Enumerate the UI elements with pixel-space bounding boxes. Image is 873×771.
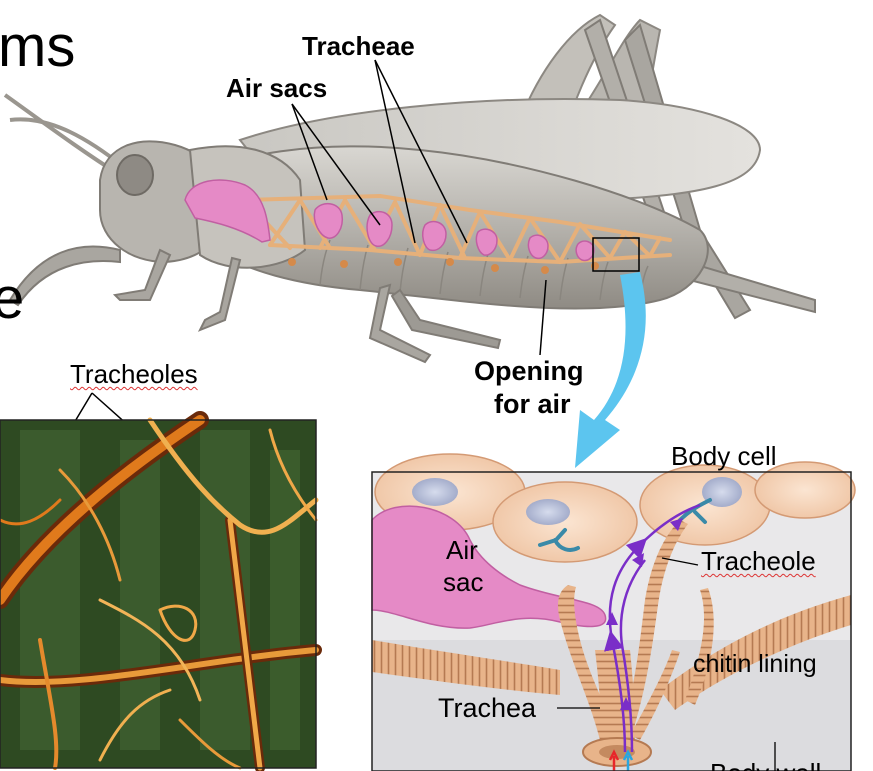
- label-trachea: Trachea: [438, 693, 537, 723]
- label-opening-line2: for air: [494, 389, 571, 419]
- label-tracheae: Tracheae: [302, 31, 415, 61]
- label-air-sac-line1: Air: [446, 535, 478, 565]
- left-text-fragment: e: [0, 266, 25, 331]
- tracheoles-micrograph: [0, 411, 322, 771]
- label-air-sacs: Air sacs: [226, 73, 328, 103]
- label-body-wall: Body wall: [710, 760, 821, 771]
- label-chitin-lining: chitin lining: [693, 650, 817, 678]
- zoom-arrow: [575, 272, 646, 468]
- title-fragment: ms: [0, 14, 76, 79]
- inset-box: [592, 237, 640, 272]
- label-tracheole: Tracheole: [701, 546, 816, 576]
- grasshopper-illustration: [3, 13, 816, 364]
- label-air-sac-line2: sac: [443, 567, 484, 597]
- label-body-cell: Body cell: [671, 441, 777, 471]
- label-opening-line1: Opening: [474, 356, 584, 386]
- label-tracheoles: Tracheoles: [70, 359, 198, 389]
- air-sacs: [184, 179, 595, 262]
- detail-inset: [371, 453, 856, 771]
